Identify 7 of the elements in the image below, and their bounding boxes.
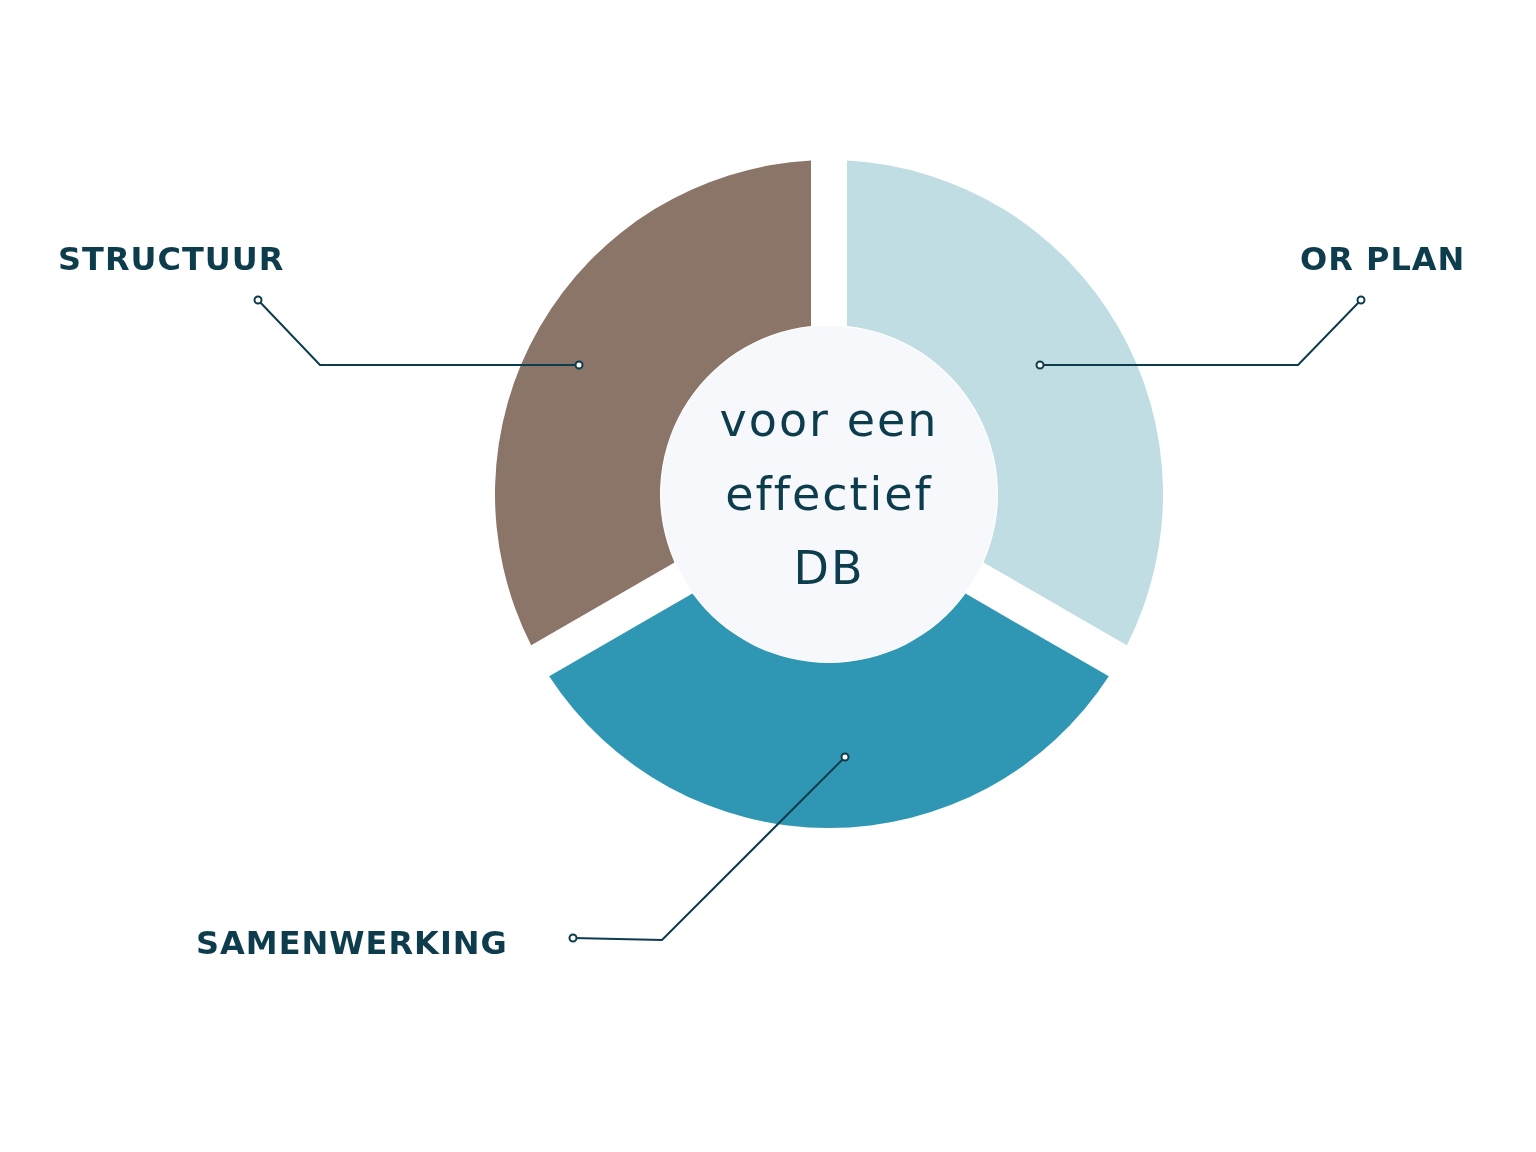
leader-line: [253, 295, 584, 370]
segment-label: STRUCTUUR: [58, 240, 285, 278]
segment-label: SAMENWERKING: [196, 924, 508, 962]
leader-line: [1035, 295, 1366, 370]
segment-label: OR PLAN: [1300, 240, 1466, 278]
leader-line: [568, 752, 850, 943]
donut-segment: [549, 593, 1109, 828]
